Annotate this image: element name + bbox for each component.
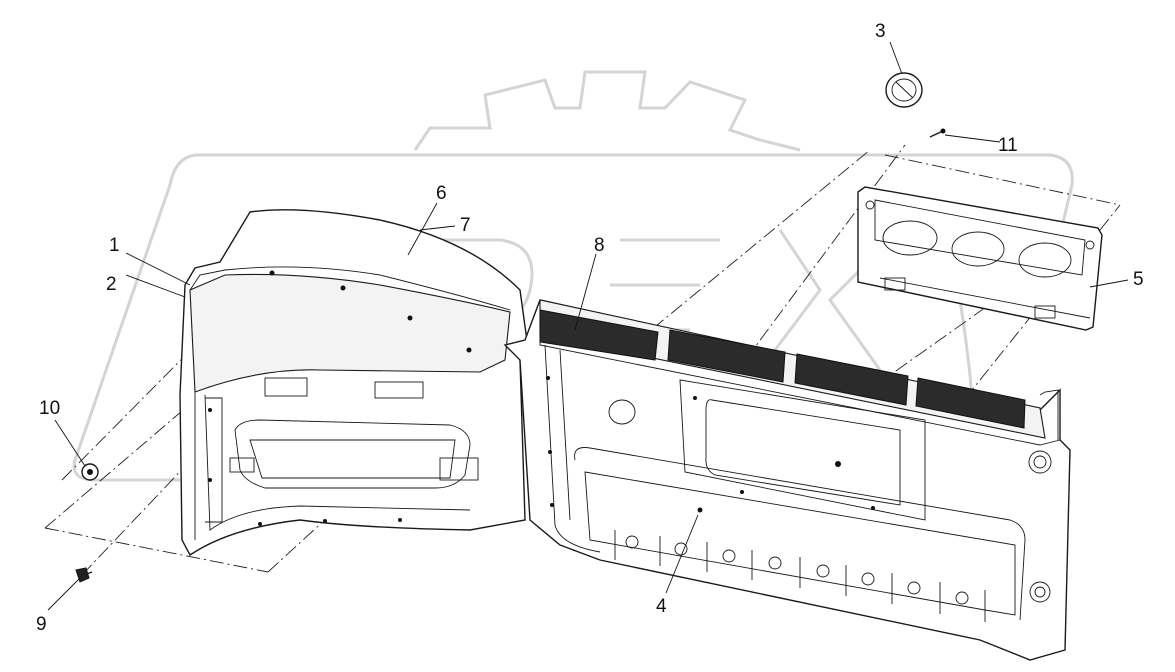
clip-part-10 — [81, 463, 99, 481]
callout-8: 8 — [594, 235, 605, 256]
callout-10: 10 — [39, 398, 60, 419]
callout-labels: 1 2 3 4 5 6 7 8 9 10 11 — [36, 21, 1144, 635]
callout-9: 9 — [36, 614, 47, 635]
callout-7: 7 — [460, 215, 471, 236]
callout-1: 1 — [109, 235, 120, 256]
leader-lines — [47, 41, 1129, 611]
callout-2: 2 — [106, 274, 117, 295]
pin-part-11 — [929, 128, 946, 138]
round-cap-part-3 — [885, 72, 923, 108]
callout-5: 5 — [1133, 269, 1144, 290]
callout-11: 11 — [998, 135, 1018, 156]
left-end-panel — [179, 209, 529, 557]
callout-4: 4 — [656, 596, 667, 617]
callout-6: 6 — [436, 183, 447, 204]
lower-louvres — [614, 530, 986, 622]
callout-3: 3 — [875, 21, 886, 42]
vent-bezel-part-5 — [857, 186, 1103, 331]
main-dash-panel — [503, 299, 1071, 661]
